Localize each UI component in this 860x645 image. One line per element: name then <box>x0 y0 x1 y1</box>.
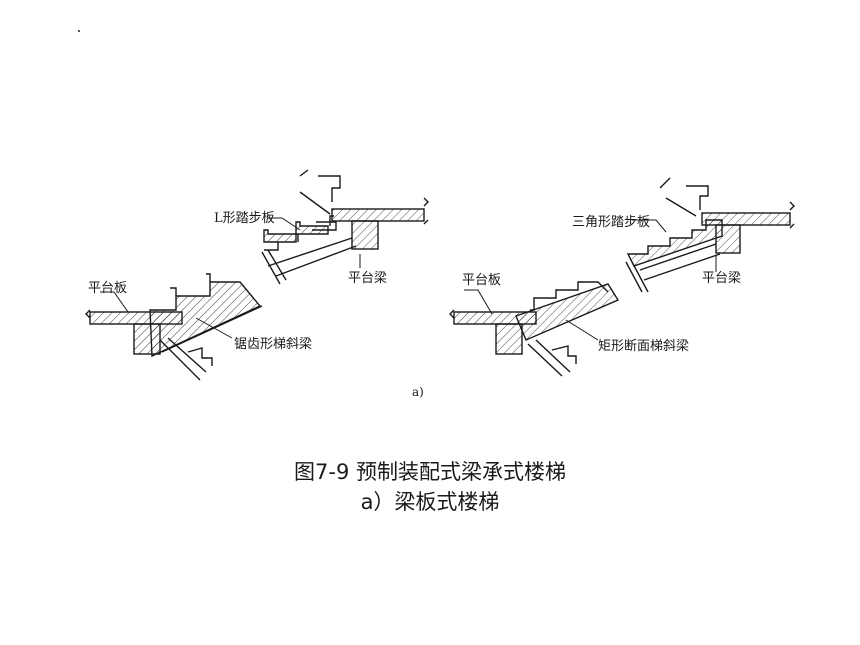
right-triangular-treads <box>626 219 723 267</box>
left-sawtooth-stringer <box>161 305 263 353</box>
left-upper-stringer <box>267 237 357 277</box>
stray-dot <box>78 30 80 32</box>
right-rect-stringer <box>515 283 620 341</box>
label-sawtooth-stringer: 锯齿形梯斜梁 <box>234 337 312 352</box>
label-triangular-tread: 三角形踏步板 <box>572 215 650 230</box>
sub-figure-label: a) <box>412 385 424 399</box>
left-lower-flight <box>85 273 263 381</box>
left-upper-tread-1 <box>263 229 297 243</box>
leader-lines <box>100 217 717 341</box>
figure-caption-title: 图7-9 预制装配式梁承式楼梯 <box>294 460 566 484</box>
right-lower-flight <box>449 281 620 377</box>
label-right-landing-beam: 平台梁 <box>702 271 741 286</box>
left-upper-tread-3 <box>312 221 337 231</box>
label-left-landing-slab: 平台板 <box>88 281 127 296</box>
left-upper-landing-slab <box>331 208 425 222</box>
left-upper-flight <box>261 169 429 285</box>
left-upper-landing-beam <box>351 220 379 250</box>
right-upper-landing-slab <box>701 212 791 226</box>
label-right-landing-slab: 平台板 <box>462 273 501 288</box>
right-upper-stringer <box>639 243 721 281</box>
label-l-tread: L形踏步板 <box>214 211 275 226</box>
right-upper-flight <box>625 177 795 293</box>
left-upper-tread-2 <box>295 221 329 235</box>
label-rect-stringer: 矩形断面梯斜梁 <box>598 339 689 354</box>
figure-caption-subtitle: a）梁板式楼梯 <box>360 490 500 514</box>
right-landing-beam <box>495 323 523 355</box>
label-left-landing-beam: 平台梁 <box>348 271 387 286</box>
